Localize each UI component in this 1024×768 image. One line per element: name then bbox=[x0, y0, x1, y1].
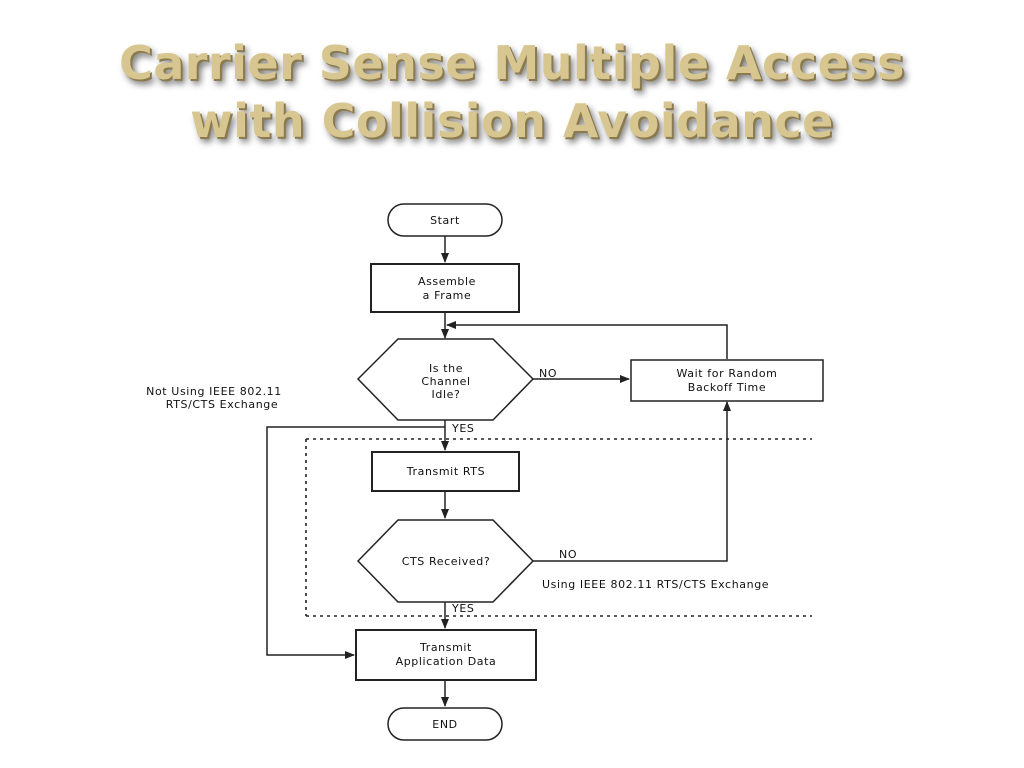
not-using-label-line2: RTS/CTS Exchange bbox=[166, 398, 278, 411]
using-label: Using IEEE 802.11 RTS/CTS Exchange bbox=[542, 578, 769, 591]
assemble-label-line1: Assemble bbox=[418, 275, 476, 288]
edge-bypass-not-using bbox=[266, 426, 445, 659]
not-using-label-line1: Not Using IEEE 802.11 bbox=[146, 385, 282, 398]
idle-label-line1: Is the bbox=[429, 362, 463, 375]
wait-backoff-process: Wait for Random Backoff Time bbox=[630, 359, 824, 402]
wait-label-line2: Backoff Time bbox=[688, 381, 766, 394]
idle-label-line2: Channel bbox=[421, 375, 470, 388]
title-line-1: Carrier Sense Multiple Access bbox=[118, 36, 906, 90]
assemble-label-line2: a Frame bbox=[423, 289, 472, 302]
cts-label: CTS Received? bbox=[402, 555, 491, 568]
end-label: END bbox=[432, 718, 457, 731]
wait-label-line1: Wait for Random bbox=[677, 367, 778, 380]
title-line-2: with Collision Avoidance bbox=[190, 94, 834, 148]
start-label: Start bbox=[430, 214, 460, 227]
end-terminal: END bbox=[387, 707, 503, 741]
data-label-line2: Application Data bbox=[396, 655, 497, 668]
transmit-data-process: Transmit Application Data bbox=[355, 629, 537, 681]
connectors bbox=[266, 236, 731, 707]
cts-received-decision: CTS Received? bbox=[356, 519, 535, 603]
cts-yes-label: YES bbox=[451, 602, 474, 615]
transmit-rts-process: Transmit RTS bbox=[371, 451, 520, 492]
idle-no-label: NO bbox=[539, 367, 557, 380]
cts-no-label: NO bbox=[559, 548, 577, 561]
rts-cts-region bbox=[305, 438, 812, 617]
edge-wait-loop-back bbox=[446, 321, 728, 359]
assemble-frame-process: Assemble a Frame bbox=[370, 263, 520, 313]
edge-cts-no-wait bbox=[533, 401, 731, 562]
channel-idle-decision: Is the Channel Idle? bbox=[356, 338, 535, 421]
start-terminal: Start bbox=[387, 203, 503, 237]
data-label-line1: Transmit bbox=[419, 641, 472, 654]
slide-title: Carrier Sense Multiple Access with Colli… bbox=[0, 34, 1024, 150]
idle-label-line3: Idle? bbox=[432, 388, 461, 401]
rts-label: Transmit RTS bbox=[406, 465, 485, 478]
idle-yes-label: YES bbox=[451, 422, 474, 435]
